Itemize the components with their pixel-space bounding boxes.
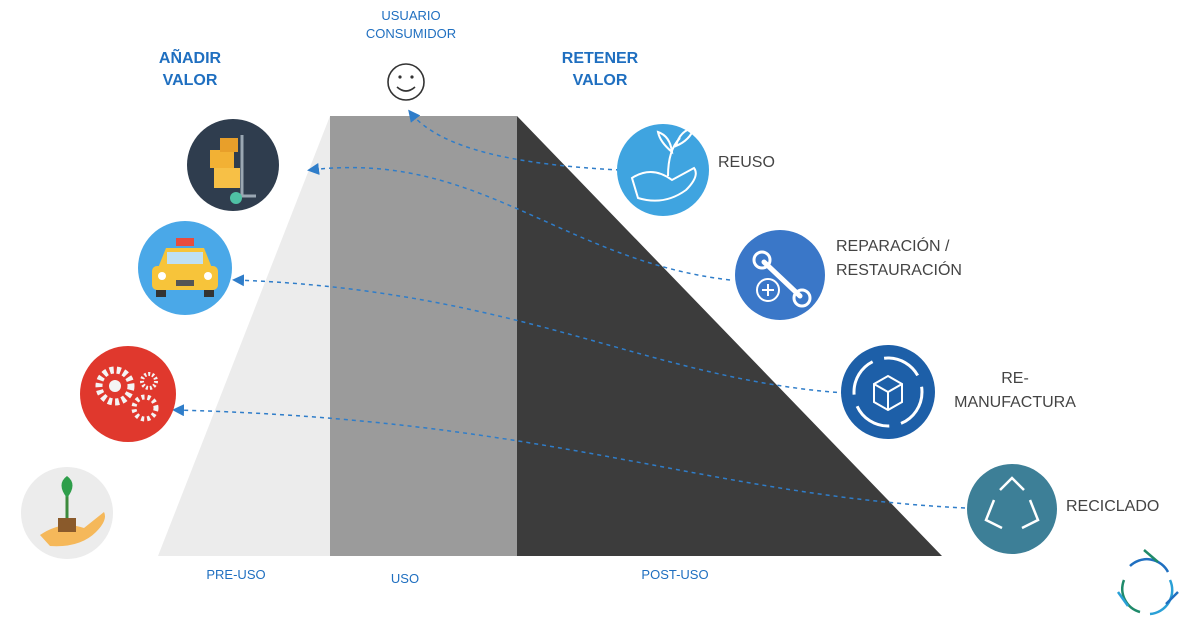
use-label: USO bbox=[390, 571, 420, 586]
reuse-label: REUSO bbox=[718, 154, 775, 171]
box-cycle-icon bbox=[841, 345, 935, 439]
repair-label: REPARACIÓN / RESTAURACIÓN bbox=[836, 238, 962, 279]
user-consumer-label: USUARIO CONSUMIDOR bbox=[365, 8, 457, 41]
remanufacture-label: RE- MANUFACTURA bbox=[954, 370, 1076, 411]
recycle-label: RECICLADO bbox=[1066, 498, 1160, 515]
smiley-icon bbox=[387, 63, 425, 101]
pre-use-region bbox=[158, 116, 330, 556]
taxi-icon bbox=[138, 221, 232, 315]
circular-economy-logo-icon bbox=[1116, 549, 1179, 616]
recycle-icon bbox=[967, 464, 1057, 554]
hand-truck-icon bbox=[187, 119, 279, 211]
pre-use-label: PRE-USO bbox=[206, 567, 266, 582]
reuse-flow-arrow bbox=[408, 109, 621, 171]
retain-value-heading: RETENER VALOR bbox=[561, 50, 639, 89]
plant-hand-icon bbox=[617, 124, 709, 216]
repair-flow-arrow bbox=[307, 162, 731, 281]
recycle-flow-arrow bbox=[172, 404, 966, 509]
post-use-label: POST-USO bbox=[641, 567, 709, 582]
post-use-region bbox=[517, 116, 942, 556]
gears-icon bbox=[80, 346, 176, 442]
use-region bbox=[330, 116, 517, 556]
sprout-hand-icon bbox=[21, 467, 113, 559]
wrench-plus-icon bbox=[735, 230, 825, 320]
add-value-heading: AÑADIR VALOR bbox=[158, 50, 222, 89]
